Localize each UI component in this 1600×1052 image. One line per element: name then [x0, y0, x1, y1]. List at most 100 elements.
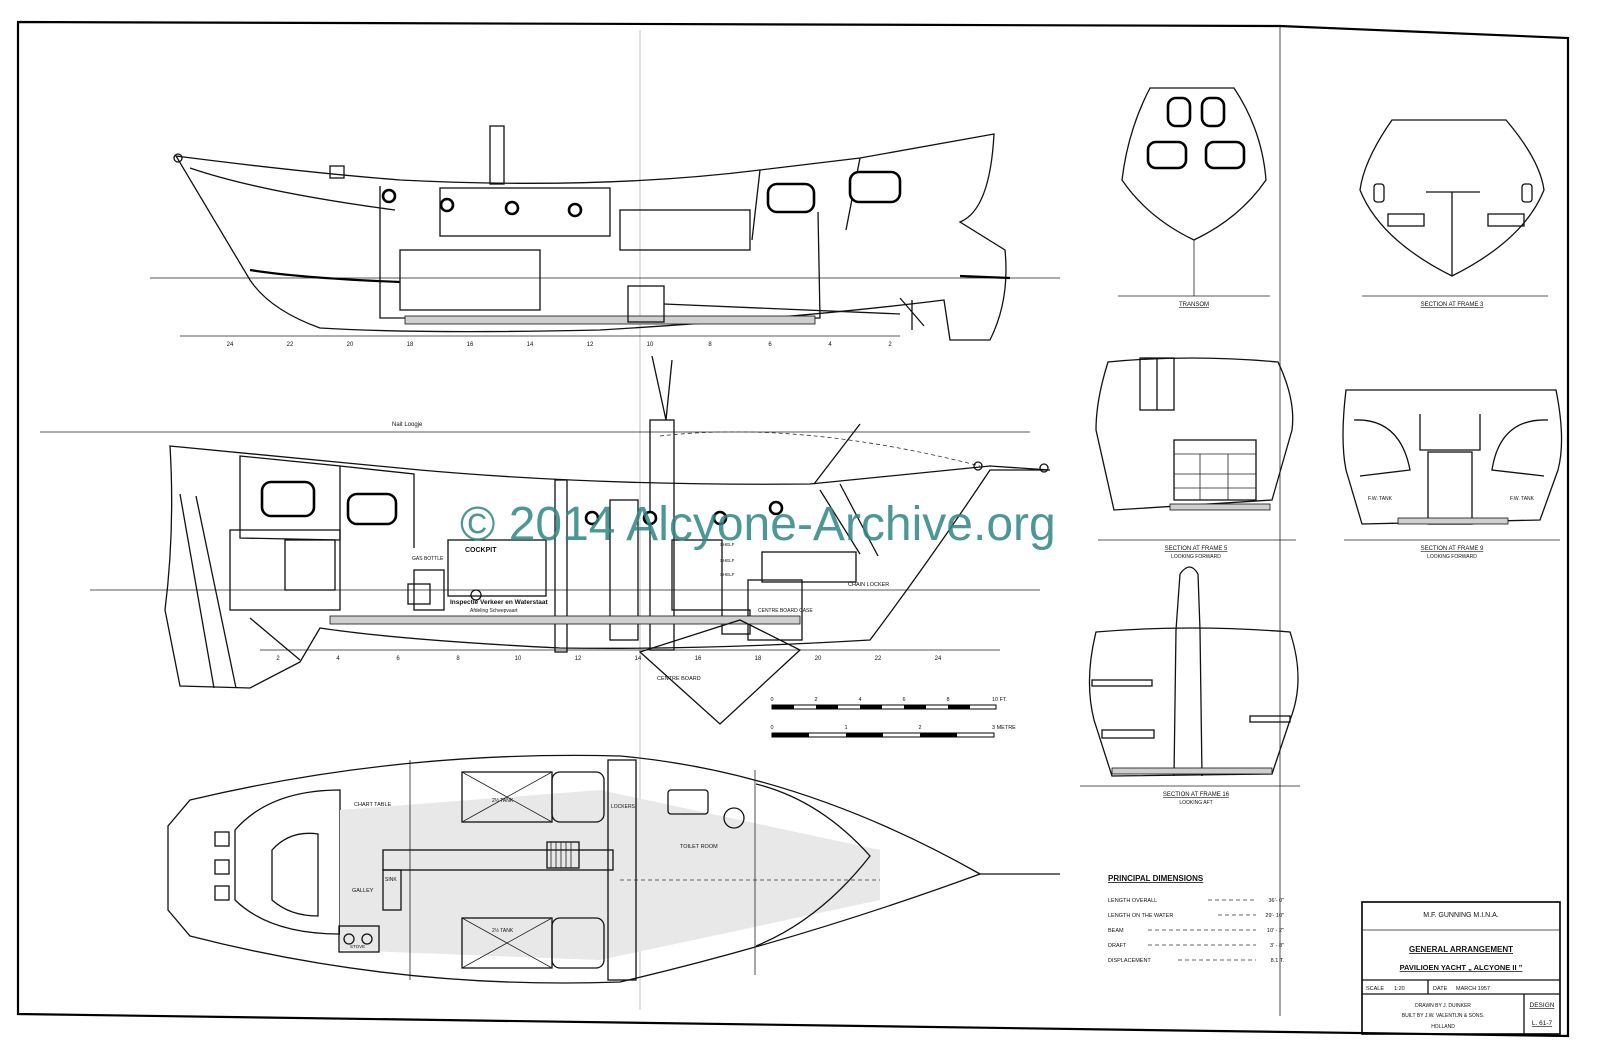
mid-frame-label: 4 — [336, 656, 340, 662]
dimension-label: LENGTH OVERALL — [1108, 898, 1157, 904]
mid-frame-label: 12 — [575, 656, 582, 662]
drawn-by: DRAWN BY J. DUINKER — [1415, 1003, 1471, 1009]
metre-scale-tick: 1 — [844, 725, 847, 731]
centre-board-case-label: CENTRE BOARD CASE — [758, 608, 813, 614]
section-frame-3-label: SECTION AT FRAME 3 — [1421, 302, 1484, 308]
section-frame-9: F.W. TANK F.W. TANK SECTION AT FRAME 9 L… — [1342, 389, 1563, 560]
feet-scale-tick: 0 — [770, 697, 773, 703]
scale-bars: 0 2 4 6 8 10 FT. 0 1 2 3 METRE — [770, 697, 1016, 738]
top-frame-label: 12 — [587, 342, 594, 348]
sheet-border — [16, 20, 1570, 1038]
built-by: BUILT BY J.W. VALENTIJN & SONS. — [1402, 1013, 1484, 1019]
top-frame-label: 18 — [407, 342, 414, 348]
sink-label: SINK — [385, 877, 397, 883]
dimension-label: LENGTH ON THE WATER — [1108, 913, 1173, 919]
dimension-label: DRAFT — [1108, 943, 1127, 949]
section-frame-5-sublabel: LOOKING FORWARD — [1171, 554, 1221, 560]
toilet-room-label: TOILET ROOM — [680, 844, 718, 850]
mid-frame-label: 22 — [875, 656, 882, 662]
inspection-stamp-line-1: Inspectie Verkeer en Waterstaat — [450, 599, 549, 606]
mid-frame-label: 20 — [815, 656, 822, 662]
feet-scale-tick: 8 — [946, 697, 949, 703]
transom-label: TRANSOM — [1179, 302, 1209, 308]
shelf-label: SHELF — [720, 558, 735, 563]
tank-label: 2½ TANK — [492, 797, 514, 804]
galley-label: GALLEY — [352, 888, 374, 894]
inboard-profile: Nait Loogje COCKPIT GAS BOTTLE Inspectie… — [40, 355, 1051, 725]
gas-bottle-label: GAS BOTTLE — [412, 556, 444, 562]
mid-frame-label: 8 — [456, 656, 460, 662]
title-block: M.F. GUNNING M.I.N.A. GENERAL ARRANGEMEN… — [1361, 901, 1561, 1035]
design-number: L. 61-7 — [1532, 1020, 1553, 1027]
dimension-label: BEAM — [1108, 928, 1124, 934]
mid-frame-label: 18 — [755, 656, 762, 662]
fw-tank-label: F.W. TANK — [1510, 496, 1535, 502]
designer-name: M.F. GUNNING M.I.N.A. — [1423, 912, 1499, 919]
mid-frame-label: 10 — [515, 656, 522, 662]
lockers-label: LOCKERS — [611, 804, 636, 810]
top-frame-label: 14 — [527, 342, 534, 348]
note-label: Nait Loogje — [392, 422, 423, 428]
dimension-value: 8.1 T. — [1271, 958, 1285, 964]
date-label: DATE — [1433, 986, 1448, 992]
drawing-title: GENERAL ARRANGEMENT — [1409, 945, 1513, 954]
top-frame-label: 4 — [828, 342, 832, 348]
country: HOLLAND — [1431, 1024, 1455, 1030]
section-frame-5-label: SECTION AT FRAME 5 — [1165, 546, 1228, 552]
watermark: © 2014 Alcyone-Archive.org — [460, 498, 1056, 551]
section-frame-3: SECTION AT FRAME 3 — [1359, 119, 1548, 308]
principal-dimensions: PRINCIPAL DIMENSIONS LENGTH OVERALL 36'-… — [1108, 874, 1284, 964]
top-frame-label: 24 — [227, 342, 234, 348]
chart-table-label: CHART TABLE — [354, 802, 392, 808]
top-frame-label: 6 — [768, 342, 772, 348]
cockpit-label: COCKPIT — [465, 547, 497, 554]
outboard-profile: 24 22 20 18 16 14 12 10 8 6 4 2 — [150, 125, 1060, 348]
metre-scale-tick: 3 METRE — [992, 725, 1016, 731]
tank-label: 2½ TANK — [492, 927, 514, 934]
centre-board-label: CENTRE BOARD — [657, 676, 701, 682]
inspection-stamp-line-2: Afdeling Scheepvaart — [470, 608, 518, 614]
top-frame-label: 2 — [888, 342, 892, 348]
date-value: MARCH 1957 — [1456, 986, 1490, 992]
mid-frame-label: 16 — [695, 656, 702, 662]
design-label: DESIGN — [1530, 1002, 1555, 1009]
top-frame-label: 10 — [647, 342, 654, 348]
section-transom: TRANSOM — [1118, 87, 1270, 308]
shelf-label: SHELF — [720, 572, 735, 577]
dimension-value: 3' - 8" — [1270, 943, 1284, 949]
dimension-value: 10' - 2" — [1267, 928, 1284, 934]
scale-label: SCALE — [1366, 986, 1384, 992]
metre-scale-tick: 0 — [770, 725, 773, 731]
chain-locker-label: CHAIN LOCKER — [848, 582, 889, 588]
section-frame-9-sublabel: LOOKING FORWARD — [1427, 554, 1477, 560]
section-frame-16: SECTION AT FRAME 16 LOOKING AFT — [1080, 566, 1300, 806]
metre-scale-tick: 2 — [918, 725, 921, 731]
mid-frame-label: 24 — [935, 656, 942, 662]
top-frame-label: 20 — [347, 342, 354, 348]
section-frame-9-label: SECTION AT FRAME 9 — [1421, 546, 1484, 552]
top-frame-label: 16 — [467, 342, 474, 348]
dimension-value: 36'- 0" — [1268, 898, 1284, 904]
top-frame-label: 22 — [287, 342, 294, 348]
top-frame-label: 8 — [708, 342, 712, 348]
shelf-label: SHELF — [720, 542, 735, 547]
section-frame-16-sublabel: LOOKING AFT — [1179, 800, 1212, 806]
feet-scale-tick: 2 — [814, 697, 817, 703]
mid-frame-label: 6 — [396, 656, 400, 662]
section-frame-5: SECTION AT FRAME 5 LOOKING FORWARD — [1095, 357, 1296, 560]
principal-dimensions-title: PRINCIPAL DIMENSIONS — [1108, 874, 1204, 883]
scale-value: 1:20 — [1394, 986, 1405, 992]
mid-frame-label: 2 — [276, 656, 280, 662]
dimension-value: 29'- 10" — [1265, 913, 1284, 919]
fw-tank-label: F.W. TANK — [1368, 496, 1393, 502]
accommodation-plan: CHART TABLE GALLEY SINK STOVE 2½ TANK 2½… — [167, 754, 1060, 984]
section-frame-16-label: SECTION AT FRAME 16 — [1163, 792, 1230, 798]
feet-scale-tick: 6 — [902, 697, 905, 703]
feet-scale-tick: 10 FT. — [992, 697, 1008, 703]
mid-frame-label: 14 — [635, 656, 642, 662]
feet-scale-tick: 4 — [858, 697, 861, 703]
vessel-name: PAVILIOEN YACHT „ ALCYONE II ” — [1400, 963, 1523, 972]
dimension-label: DISPLACEMENT — [1108, 958, 1151, 964]
stove-label: STOVE — [350, 944, 365, 949]
